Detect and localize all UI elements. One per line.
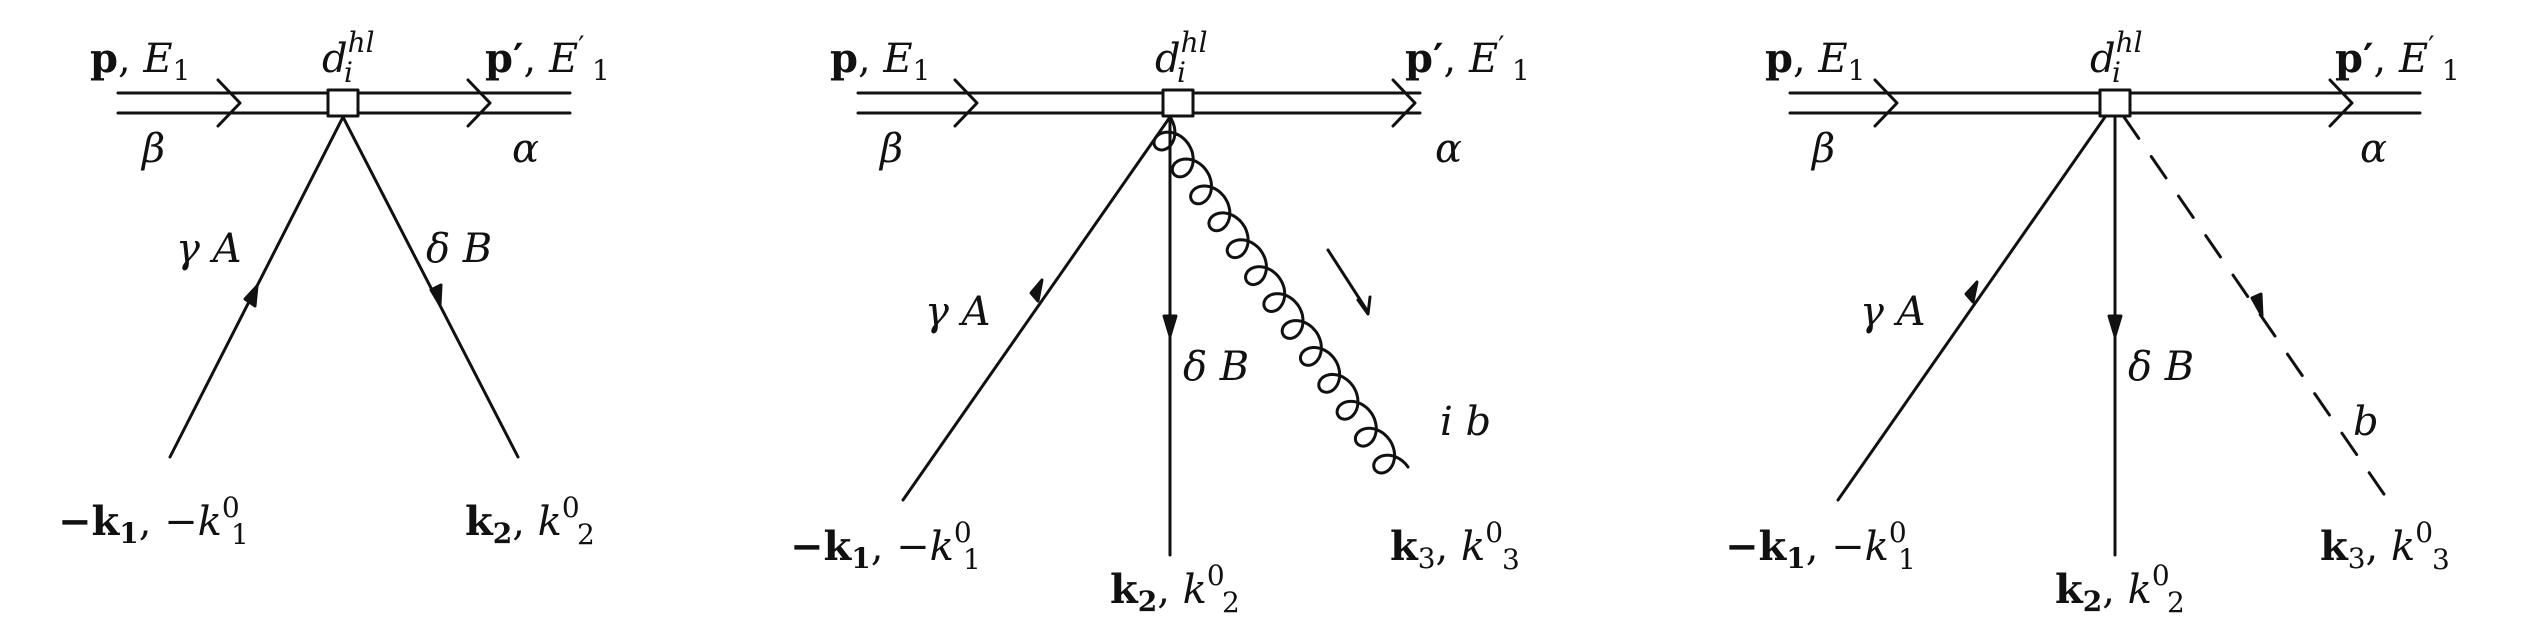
diagram-2-gluon-label: i b (1440, 399, 1491, 445)
diagram-3-outgoing-label: p′, E′ (2335, 30, 2435, 82)
diagram-2-right-index: α (1435, 126, 1462, 172)
diagram-3-k3-energy-sub: 3 (2432, 543, 2450, 576)
diagram-3-k3-label: k3, k0 (2320, 516, 2433, 575)
diagram-3-k2-label: k2, k0 (2055, 559, 2170, 618)
diagram-2-vertex-label: dhl (1155, 26, 1208, 82)
diagram-1-vertex-sub: i (344, 56, 353, 89)
diagram-1-k2-energy-sub: 2 (577, 518, 595, 551)
diagram-1 (116, 78, 572, 459)
diagram-1-vertex-label: dhl (322, 26, 375, 82)
diagram-2-incoming-label: p, E1 (830, 35, 930, 87)
diagram-2-k3-energy-sub: 3 (1502, 543, 1520, 576)
diagram-1-line-b (341, 115, 520, 459)
diagram-1-line-b-arrow-icon (429, 283, 443, 307)
diagram-2-k1-label: −k1, −k0 (790, 516, 972, 575)
diagram-1-incoming-arrow-icon (216, 78, 242, 128)
diagram-3-outgoing-arrow-icon (2328, 78, 2354, 128)
diagram-1-k2-label: k2, k0 (465, 491, 580, 550)
diagram-3-line-a-label: γ A (1860, 289, 1926, 335)
diagram-3-k1-label: −k1, −k0 (1725, 516, 1907, 575)
diagram-3 (1788, 78, 2422, 557)
diagram-1-line-a-arrow-icon (243, 284, 259, 308)
diagram-3-k2-energy-sub: 2 (2167, 586, 2185, 619)
diagram-3-vertex-label: dhl (2090, 26, 2143, 82)
diagram-1-vertex-box (326, 88, 360, 118)
diagram-3-right-index: α (2360, 126, 2387, 172)
diagram-3-outgoing-energy-sub: 1 (2442, 54, 2460, 87)
diagram-2-left-index: β (878, 126, 903, 172)
diagram-2-gluon-line (1152, 115, 1410, 475)
diagram-2-vertex-sub: i (1177, 56, 1186, 89)
diagram-2-k1-energy-sub: 1 (963, 543, 981, 576)
diagram-2-vertex-box (1161, 88, 1195, 118)
diagram-2-line-b-label: δ B (1183, 344, 1249, 390)
diagram-3-left-index: β (1810, 126, 1835, 172)
diagram-2-outgoing-energy-sub: 1 (1512, 54, 1530, 87)
diagram-3-dashed-label: b (2353, 399, 2379, 445)
diagram-1-k1-energy-sub: 1 (231, 518, 249, 551)
diagram-2-gluon-momentum-arrow (1326, 248, 1370, 314)
diagram-2-incoming-arrow-icon (953, 78, 979, 128)
diagram-2-gluon-momentum-arrow-icon (1356, 295, 1372, 316)
diagram-3-line-b-label: δ B (2128, 344, 2194, 390)
diagram-2-outgoing-arrow-icon (1391, 78, 1417, 128)
diagram-3-dashed-line (2122, 115, 2390, 502)
diagram-1-outgoing-label: p′, E′ (485, 30, 585, 82)
diagram-2-line-a-label: γ A (925, 289, 991, 335)
diagram-2-k3-label: k3, k0 (1390, 516, 1503, 575)
diagram-1-line-a-label: γ A (176, 226, 242, 272)
diagram-1-left-index: β (140, 126, 165, 172)
diagram-3-line-a-arrow-icon (1964, 280, 1979, 304)
diagram-3-incoming-arrow-icon (1873, 78, 1899, 128)
diagram-2-line-a (901, 115, 1172, 502)
diagram-3-vertex-box (2098, 88, 2132, 118)
diagram-3-line-b-arrow-icon (2107, 314, 2123, 338)
diagram-3-dashed-arrow-icon (2250, 292, 2264, 318)
diagram-1-right-index: α (512, 126, 539, 172)
diagram-1-line-b-label: δ B (426, 226, 492, 272)
diagram-2-line-a-arrow-icon (1029, 278, 1044, 303)
diagram-2-k2-label: k2, k0 (1110, 559, 1225, 618)
diagram-1-outgoing-energy-sub: 1 (592, 54, 610, 87)
diagram-3-vertex-sub: i (2112, 56, 2121, 89)
diagram-2 (856, 78, 1422, 557)
diagram-1-outgoing-arrow-icon (466, 78, 492, 128)
diagram-2-line-b-arrow-icon (1162, 314, 1178, 338)
diagram-1-k1-label: −k1, −k0 (58, 491, 240, 550)
diagram-3-k1-energy-sub: 1 (1898, 543, 1916, 576)
diagram-2-outgoing-label: p′, E′ (1405, 30, 1505, 82)
diagram-3-line-a (1836, 115, 2107, 502)
diagram-1-incoming-label: p, E1 (90, 35, 190, 87)
diagram-3-incoming-label: p, E1 (1765, 35, 1865, 87)
diagram-2-k2-energy-sub: 2 (1222, 586, 1240, 619)
